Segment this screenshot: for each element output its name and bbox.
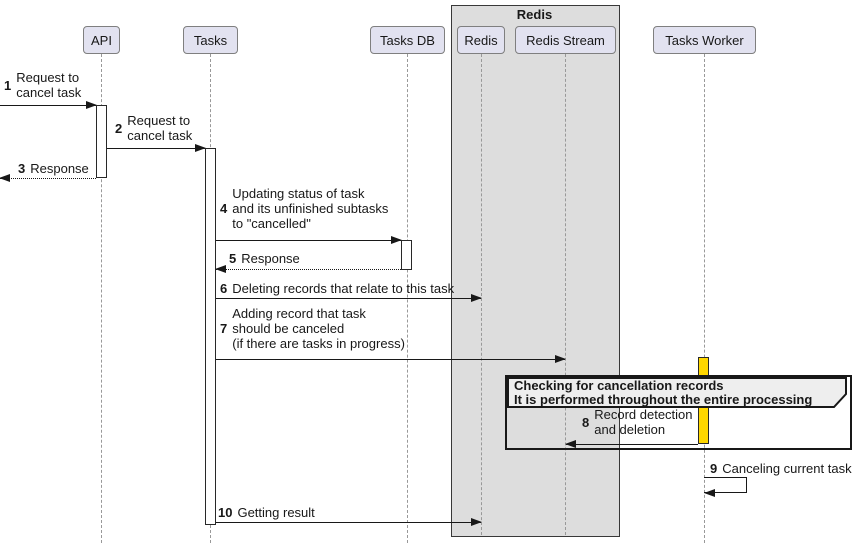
activation-tasks xyxy=(205,148,216,525)
message-8-label: 8 Record detection and deletion xyxy=(582,407,693,437)
participant-label: Tasks DB xyxy=(380,32,435,48)
participant-label: Tasks Worker xyxy=(665,32,744,48)
message-1-label: 1 Request to cancel task xyxy=(4,70,81,100)
message-2-arrow xyxy=(107,144,206,152)
arrowhead-right-icon xyxy=(391,236,402,244)
message-2-text: cancel task xyxy=(127,128,193,143)
group-title-line: Checking for cancellation records xyxy=(514,378,724,393)
message-3-text: Response xyxy=(30,161,89,176)
message-10-label: 10 Getting result xyxy=(218,505,315,520)
participant-label: API xyxy=(91,32,112,48)
message-9-self-arrow xyxy=(704,477,747,497)
arrowhead-left-icon xyxy=(565,440,576,448)
arrowhead-right-icon xyxy=(471,518,482,526)
message-6-text: Deleting records that relate to this tas… xyxy=(232,281,455,296)
message-6-arrow xyxy=(216,294,482,302)
participant-label: Tasks xyxy=(193,32,228,48)
message-3-number: 3 xyxy=(18,161,26,176)
message-7-text: Adding record that task xyxy=(232,306,366,321)
participant-tasks: Tasks xyxy=(183,26,238,54)
group-title-line: It is performed throughout the entire pr… xyxy=(514,392,813,407)
group-header-pentagon xyxy=(507,377,847,408)
message-5-text: Response xyxy=(241,251,300,266)
message-8-text: and deletion xyxy=(594,422,666,437)
message-5-arrow xyxy=(215,265,401,273)
message-10-number: 10 xyxy=(218,505,233,520)
message-10-text: Getting result xyxy=(237,505,315,520)
message-8-number: 8 xyxy=(582,414,590,430)
participant-label: Redis Stream xyxy=(526,32,605,48)
message-4-number: 4 xyxy=(220,201,228,216)
message-2-number: 2 xyxy=(115,120,123,136)
message-1-arrow xyxy=(0,101,97,109)
message-7-arrow xyxy=(216,355,566,363)
lifeline-api xyxy=(101,54,102,543)
message-7-text: (if there are tasks in progress) xyxy=(232,336,405,351)
arrowhead-left-icon xyxy=(215,265,226,273)
message-10-arrow xyxy=(216,518,482,526)
arrowhead-right-icon xyxy=(471,294,482,302)
message-3-label: 3 Response xyxy=(18,161,89,176)
message-9-number: 9 xyxy=(710,461,718,476)
message-1-text: Request to xyxy=(16,70,80,85)
message-6-number: 6 xyxy=(220,281,228,296)
message-1-text: cancel task xyxy=(16,85,82,100)
message-9-text: Canceling current task xyxy=(722,461,852,476)
group-header: Checking for cancellation records It is … xyxy=(507,377,848,408)
message-7-number: 7 xyxy=(220,321,228,336)
message-9-label: 9 Canceling current task xyxy=(710,461,852,476)
message-1-number: 1 xyxy=(4,77,12,93)
redis-frame xyxy=(451,5,620,537)
message-2-label: 2 Request to cancel task xyxy=(115,113,192,143)
participant-label: Redis xyxy=(464,32,498,48)
group-title: Checking for cancellation records It is … xyxy=(514,379,812,407)
message-4-text: to "cancelled" xyxy=(232,216,311,231)
message-4-arrow xyxy=(216,236,402,244)
message-5-label: 5 Response xyxy=(229,251,300,266)
activation-api xyxy=(96,105,107,178)
arrowhead-left-icon xyxy=(0,174,10,182)
participant-tasks-worker: Tasks Worker xyxy=(653,26,756,54)
arrowhead-right-icon xyxy=(195,144,206,152)
message-3-arrow xyxy=(0,174,96,182)
participant-redis-stream: Redis Stream xyxy=(515,26,616,54)
message-2-text: Request to xyxy=(127,113,191,128)
arrowhead-left-icon xyxy=(704,489,715,497)
participant-api: API xyxy=(83,26,120,54)
message-7-label: 7 Adding record that task should be canc… xyxy=(220,306,405,351)
lifeline-tasks-worker xyxy=(704,54,705,543)
message-4-text: Updating status of task xyxy=(232,186,365,201)
participant-tasks-db: Tasks DB xyxy=(370,26,445,54)
arrowhead-right-icon xyxy=(555,355,566,363)
message-7-text: should be canceled xyxy=(232,321,345,336)
message-4-label: 4 Updating status of task and its unfini… xyxy=(220,186,388,231)
message-8-text: Record detection xyxy=(594,407,693,422)
message-4-text: and its unfinished subtasks xyxy=(232,201,389,216)
message-8-arrow xyxy=(565,440,698,448)
lifeline-redis-stream xyxy=(565,54,566,535)
activation-tasks-db xyxy=(401,240,412,270)
arrowhead-right-icon xyxy=(86,101,97,109)
message-5-number: 5 xyxy=(229,251,237,266)
message-6-label: 6 Deleting records that relate to this t… xyxy=(220,281,454,296)
group-checking-cancellation: Checking for cancellation records It is … xyxy=(505,375,852,450)
participant-redis: Redis xyxy=(457,26,505,54)
redis-frame-title: Redis xyxy=(516,7,553,22)
